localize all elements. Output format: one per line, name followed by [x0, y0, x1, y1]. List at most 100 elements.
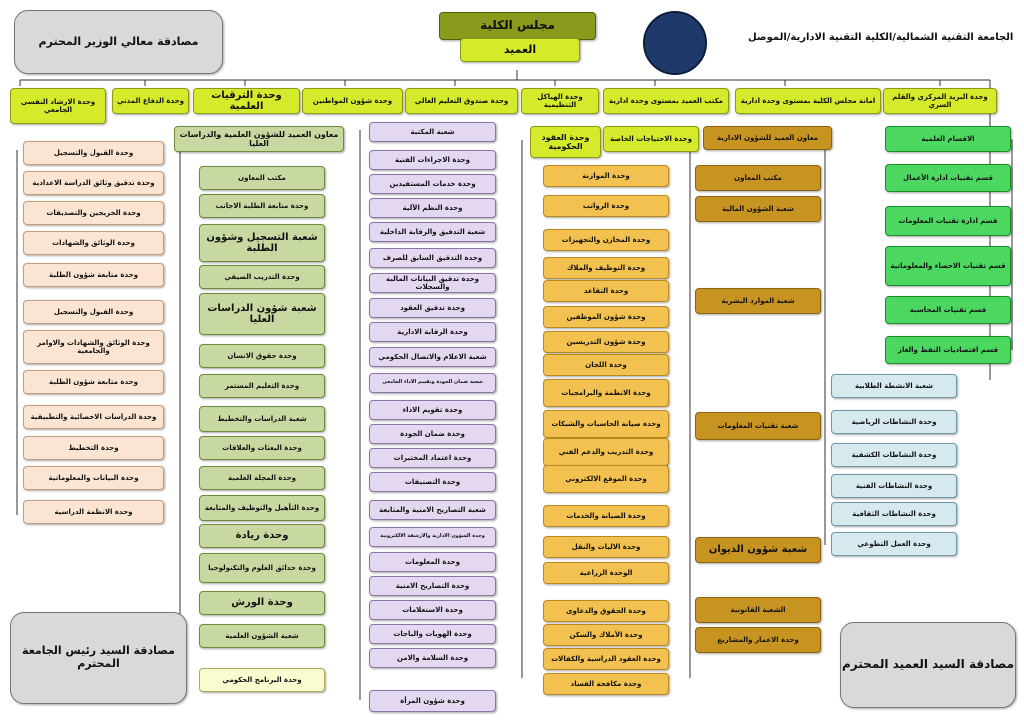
sci-unit-9: وحدة المجلة العلمية: [199, 466, 325, 490]
section-6: وحدة الاعمار والمشاريع: [695, 627, 821, 653]
sci-unit-6-label: وحدة التعليم المستمر: [224, 381, 300, 390]
top-unit-8-label: وحدة الارشاد النفسي الجامعي: [20, 97, 96, 114]
finance-unit-15: وحدة الحقوق والدعاوى: [543, 600, 669, 622]
sci-unit-3-label: وحدة التدريب الصيفي: [224, 272, 300, 281]
admin-unit-11: وحدة تقويم الاداء: [369, 400, 496, 420]
admin-unit-20-label: وحدة الهويات والباجات: [393, 629, 472, 638]
admin-unit-3-label: وحدة النظم الآلية: [402, 203, 463, 212]
admin-unit-16-label: وحدة الشؤون الادارية والارشفة الالكتروني…: [380, 533, 485, 540]
section-0: مكتب المعاون: [695, 165, 821, 191]
student-unit-10-label: وحدة البيانات والمعلوماتية: [48, 473, 139, 482]
finance-unit-11: وحدة الموقع الالكتروني: [543, 465, 669, 493]
college-logo-icon: [643, 11, 707, 75]
top-unit-4: وحدة صندوق التعليم العالي: [405, 88, 518, 114]
college-council-box-label: مجلس الكلية: [480, 18, 555, 33]
top-unit-6: وحدة الترقيات العلمية: [193, 88, 300, 114]
admin-unit-8: وحدة الرقابة الادارية: [369, 322, 496, 342]
finance-unit-15-label: وحدة الحقوق والدعاوى: [566, 606, 646, 615]
dept-0: الاقسام العلمية: [885, 126, 1011, 152]
dept-4: قسم تقنيات المحاسبة: [885, 296, 1011, 324]
activity-1-label: وحدة النشاطات الرياضية: [851, 417, 937, 426]
activity-1: وحدة النشاطات الرياضية: [831, 410, 957, 434]
top-unit-0: وحدة البريد المركزي والقلم السري: [883, 88, 997, 114]
finance-unit-13-label: وحدة الاليات والنقل: [571, 542, 641, 551]
sci-unit-6: وحدة التعليم المستمر: [199, 374, 325, 398]
top-unit-1-label: امانة مجلس الكلية بمستوى وحدة ادارية: [740, 96, 876, 105]
sci-unit-12: وحدة حدائق العلوم والتكنولوجيا: [199, 553, 325, 583]
admin-unit-7-label: وحدة تدقيق العقود: [400, 303, 465, 312]
finance-unit-16-label: وحدة الأملاك والسكن: [569, 630, 643, 639]
minister-approval-box-label: مصادقة معالي الوزير المحترم: [38, 34, 199, 48]
section-6-label: وحدة الاعمار والمشاريع: [717, 635, 799, 644]
top-unit-3-label: وحدة الهياكل التنظيمية: [537, 92, 583, 109]
dean-approval-box: مصادقة السيد العميد المحترم: [840, 622, 1016, 708]
student-unit-2-label: وحدة الخريجين والتصديقات: [46, 208, 141, 217]
finance-unit-1: وحدة الرواتب: [543, 195, 669, 217]
top-unit-6-label: وحدة الترقيات العلمية: [211, 89, 282, 113]
sci-assistant-box: معاون العميد للشؤون العلمية والدراسات ال…: [174, 126, 344, 152]
finance-unit-14: الوحدة الزراعية: [543, 562, 669, 584]
dean-box-label: العميد: [503, 42, 537, 56]
top-unit-2: مكتب العميد بمستوى وحدة ادارية: [603, 88, 729, 114]
admin-unit-21-label: وحدة السلامة والامن: [396, 653, 469, 662]
admin-unit-6-label: وحدة تدقيق البيانات المالية والسجلات: [385, 274, 480, 291]
minister-approval-box: مصادقة معالي الوزير المحترم: [14, 10, 223, 74]
finance-unit-14-label: الوحدة الزراعية: [579, 568, 633, 577]
dept-0-label: الاقسام العلمية: [921, 134, 975, 143]
finance-unit-2: وحدة المخازن والتجهيزات: [543, 229, 669, 251]
student-unit-11-label: وحدة الانظمة الدراسية: [54, 507, 133, 516]
university-title: الجامعة التقنية الشمالية/الكلية التقنية …: [748, 32, 1014, 43]
admin-unit-5-label: وحدة التدقيق السابق للصرف: [382, 253, 483, 262]
student-unit-6: وحدة الوثائق والشهادات والاوامر والجامعي…: [23, 330, 164, 364]
top-unit-0-label: وحدة البريد المركزي والقلم السري: [892, 92, 988, 109]
section-2: شعبة الموارد البشرية: [695, 288, 821, 314]
sci-unit-3: وحدة التدريب الصيفي: [199, 265, 325, 289]
admin-unit-10: شعبة ضمان الجودة وتقييم الاداء الجامعي: [369, 373, 496, 393]
activity-3: وحدة النشاطات الفنية: [831, 474, 957, 498]
finance-unit-17: وحدة العقود الدراسية والكفالات: [543, 648, 669, 670]
top-unit-7: وحدة الدفاع المدني: [112, 88, 189, 114]
admin-unit-22: وحدة شؤون المرأة: [369, 690, 496, 712]
section-2-label: شعبة الموارد البشرية: [721, 296, 795, 305]
top-unit-4-label: وحدة صندوق التعليم العالي: [414, 96, 509, 105]
section-1-label: شعبة الشؤون المالية: [722, 204, 794, 213]
admin-unit-2: وحدة خدمات المستفيدين: [369, 174, 496, 194]
student-unit-3-label: وحدة الوثائق والشهادات: [52, 238, 135, 247]
dept-5-label: قسم اقتصاديات النفط والغاز: [897, 345, 999, 354]
dept-3: قسم تقنيات الاحصاء والمعلوماتية: [885, 246, 1011, 286]
sci-unit-13: وحدة الورش: [199, 591, 325, 615]
student-unit-7: وحدة متابعة شؤون الطلبة: [23, 370, 164, 394]
admin-unit-12-label: وحدة ضمان الجودة: [400, 429, 465, 438]
admin-unit-17-label: وحدة المعلومات: [405, 557, 460, 566]
activity-4-label: وحدة النشاطات الثقافية: [852, 509, 936, 518]
finance-unit-10-label: وحدة التدريب والدعم الفني: [558, 447, 654, 456]
admin-unit-11-label: وحدة تقويم الاداء: [402, 405, 463, 414]
top-unit-8: وحدة الارشاد النفسي الجامعي: [10, 88, 106, 124]
admin-unit-9-label: شعبة الاعلام والاتصال الحكومي: [378, 352, 487, 361]
admin-unit-15: شعبة التصاريح الامنية والمتابعة: [369, 500, 496, 520]
finance-unit-10: وحدة التدريب والدعم الفني: [543, 438, 669, 466]
admin-unit-14-label: وحدة التصنيفات: [404, 477, 461, 486]
finance-unit-1-label: وحدة الرواتب: [582, 201, 630, 210]
admin-unit-8-label: وحدة الرقابة الادارية: [397, 327, 468, 336]
special-needs-box: وحدة الاحتياجات الخاصة: [603, 126, 699, 152]
section-5: الشعبة القانونية: [695, 597, 821, 623]
sci-unit-8-label: وحدة البعثات والعلاقات: [222, 443, 302, 452]
admin-unit-19-label: وحدة الاستعلامات: [402, 605, 463, 614]
finance-unit-0-label: وحدة الموازنة: [582, 171, 630, 180]
admin-unit-15-label: شعبة التصاريح الامنية والمتابعة: [379, 505, 486, 514]
sci-unit-9-label: وحدة المجلة العلمية: [228, 473, 296, 482]
admin-unit-0: شعبة المكتبة: [369, 122, 496, 142]
sci-unit-5: وحدة حقوق الانسان: [199, 344, 325, 368]
activity-2: وحدة النشاطات الكشفية: [831, 443, 957, 467]
sci-unit-15: وحدة البرنامج الحكومي: [199, 668, 325, 692]
admin-unit-21: وحدة السلامة والامن: [369, 648, 496, 668]
president-approval-box-label: مصادقة السيد رئيس الجامعة المحترم: [22, 644, 175, 670]
top-unit-5: وحدة شؤون المواطنين: [302, 88, 403, 114]
finance-unit-4: وحدة التقاعد: [543, 280, 669, 302]
finance-unit-17-label: وحدة العقود الدراسية والكفالات: [551, 654, 661, 663]
student-unit-7-label: وحدة متابعة شؤون الطلبة: [49, 377, 138, 386]
finance-unit-8: وحدة الانظمة والبرامجيات: [543, 379, 669, 407]
admin-unit-2-label: وحدة خدمات المستفيدين: [389, 179, 476, 188]
finance-unit-8-label: وحدة الانظمة والبرامجيات: [561, 388, 651, 397]
